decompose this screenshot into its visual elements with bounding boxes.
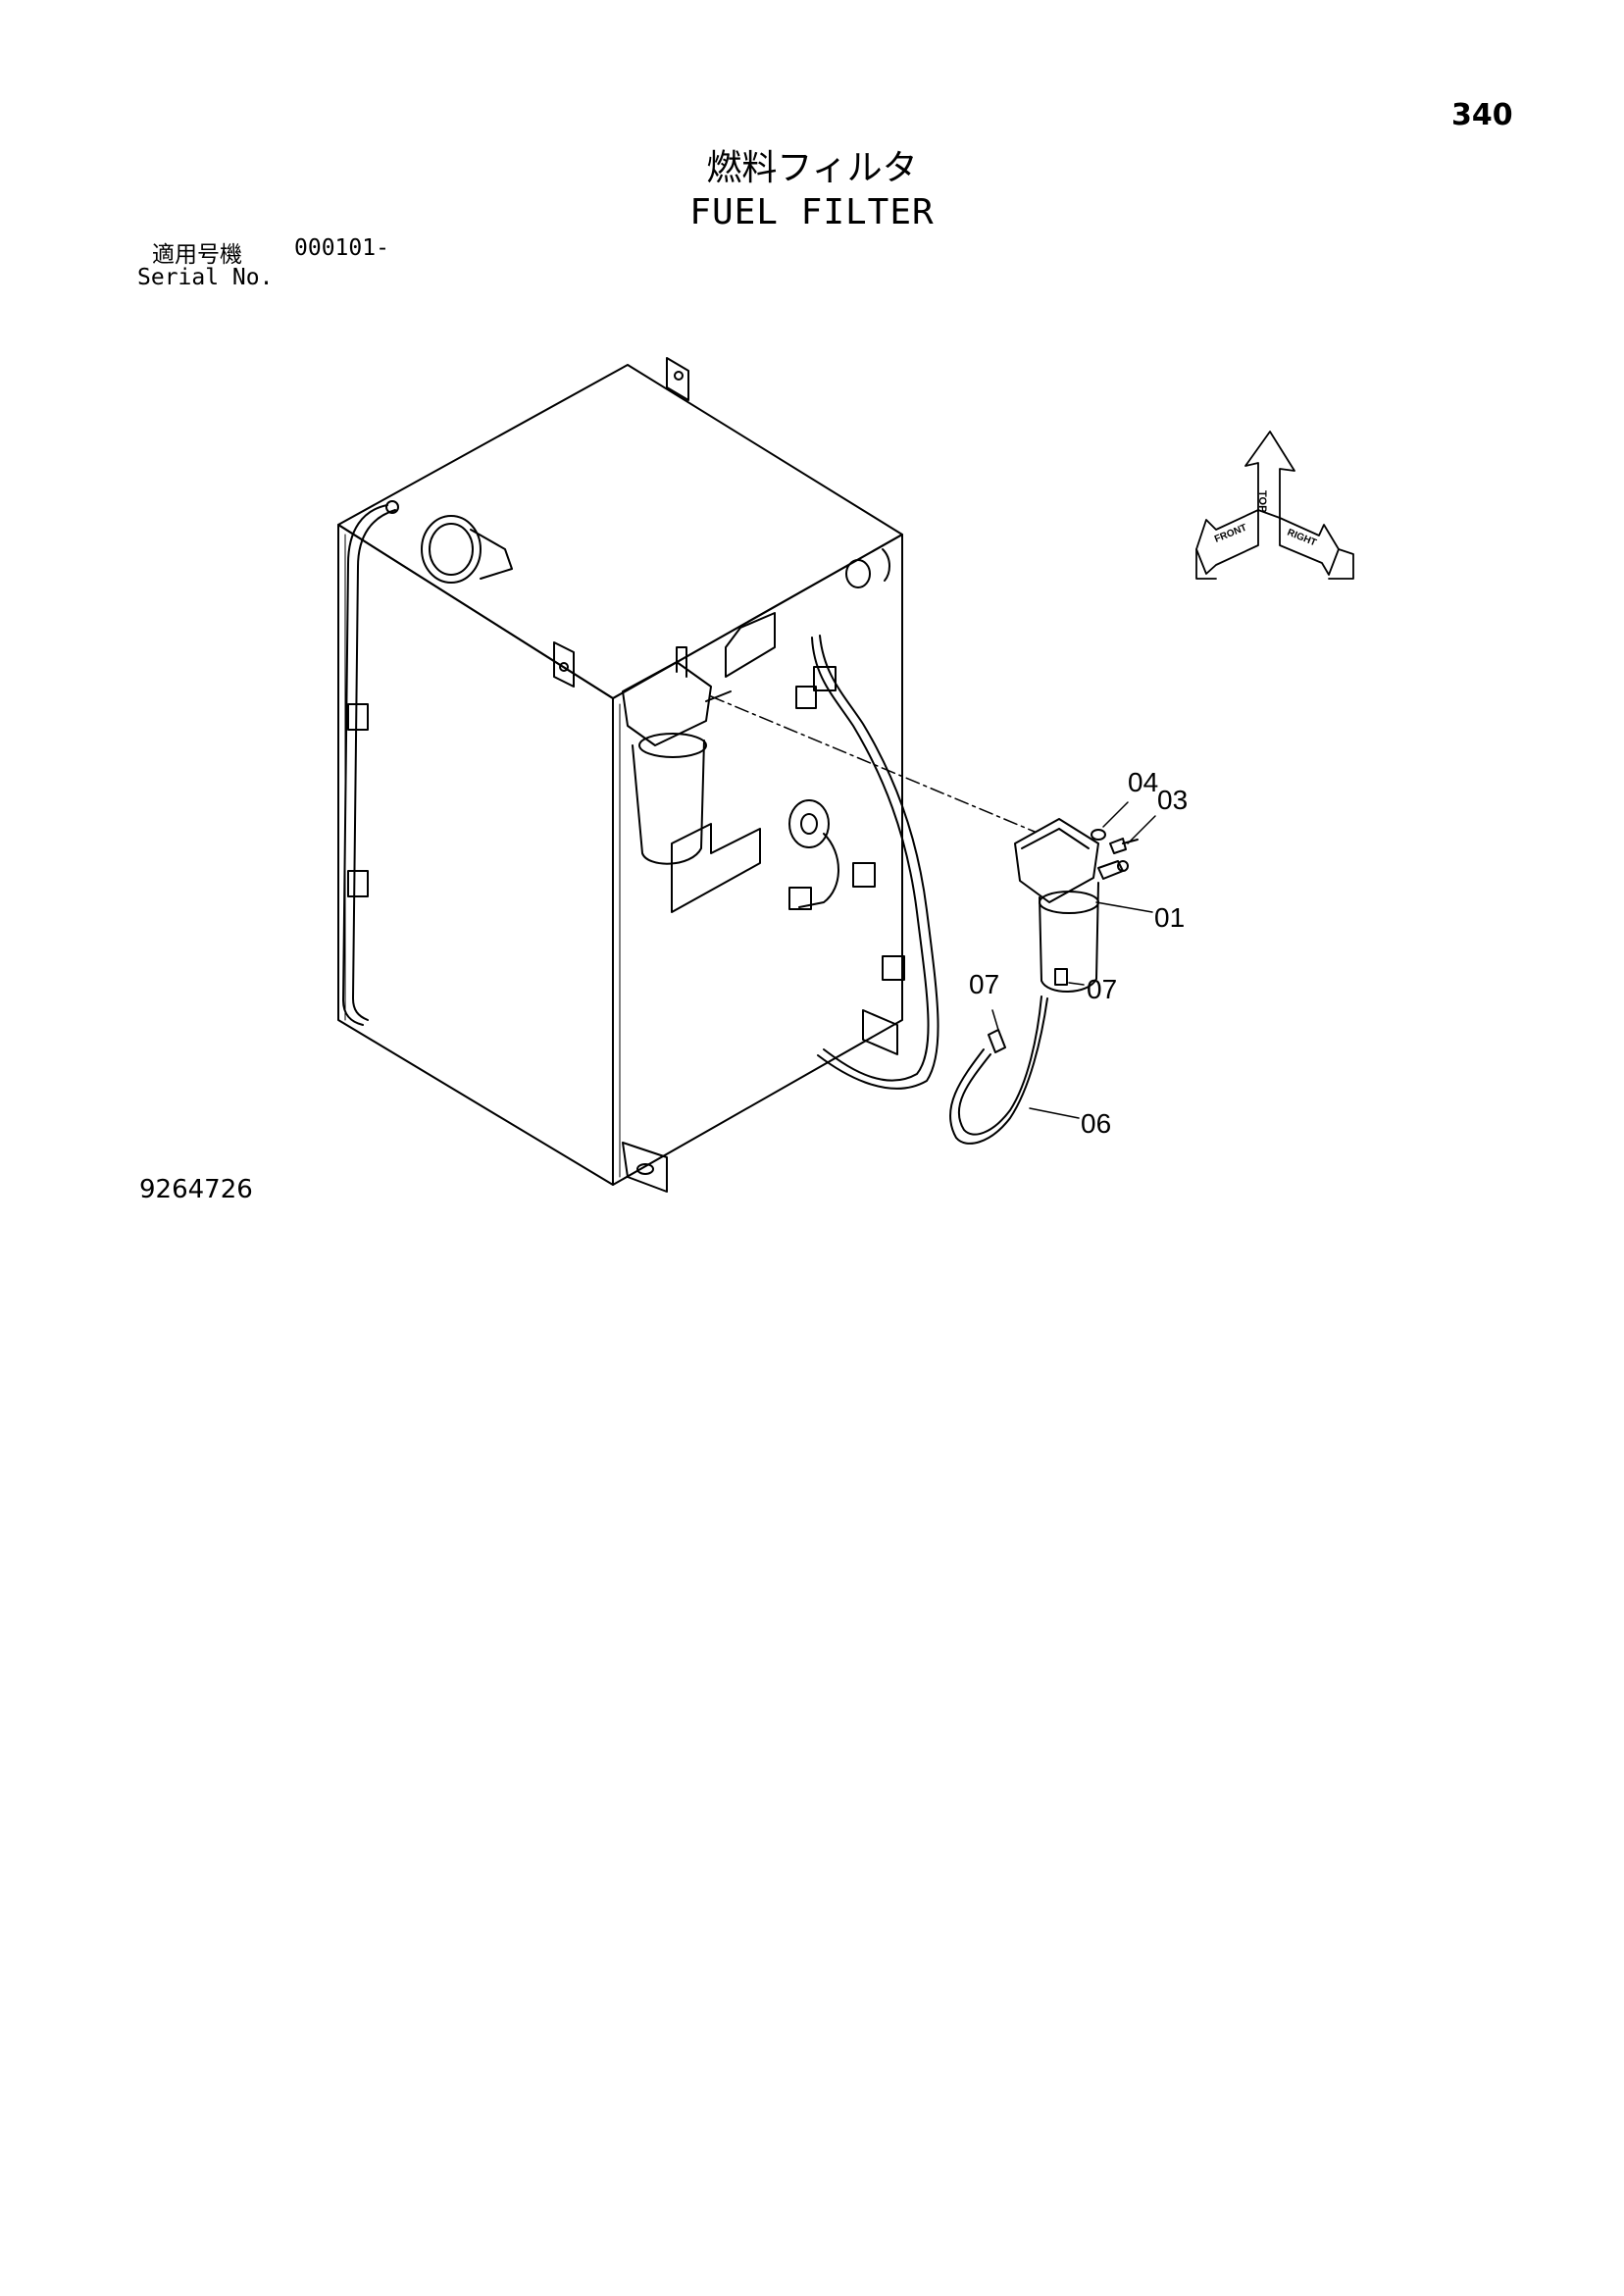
callout-07-left: 07 bbox=[969, 969, 999, 999]
callout-01: 01 bbox=[1154, 902, 1185, 933]
title-english: FUEL FILTER bbox=[689, 192, 935, 232]
serial-label-english: Serial No. bbox=[137, 265, 274, 290]
page-number: 340 bbox=[1451, 98, 1513, 132]
part-04-washer bbox=[1091, 829, 1106, 841]
installed-fuel-filter bbox=[622, 646, 732, 865]
callout-03: 03 bbox=[1157, 785, 1188, 815]
drawing-number: 9264726 bbox=[139, 1175, 253, 1204]
title-japanese: 燃料フィルタ bbox=[706, 148, 918, 188]
callout-04: 04 bbox=[1128, 767, 1158, 797]
side-tube bbox=[342, 500, 399, 1026]
orientation-front-label: FRONT bbox=[1213, 523, 1248, 545]
fuel-tank bbox=[337, 357, 903, 1193]
serial-label-japanese: 適用号機 bbox=[152, 242, 242, 268]
orientation-right-label: RIGHT bbox=[1286, 528, 1318, 549]
clamp bbox=[813, 666, 837, 691]
serial-range: 000101- bbox=[294, 235, 389, 261]
part-07-fitting bbox=[988, 1029, 1006, 1053]
callout-06: 06 bbox=[1081, 1108, 1111, 1139]
part-03-bolt bbox=[1109, 838, 1139, 854]
part-06-hose bbox=[949, 995, 1048, 1145]
fuel-hose-on-tank bbox=[795, 635, 939, 1090]
clamp bbox=[882, 955, 905, 981]
orientation-top-label: TOP bbox=[1256, 490, 1268, 512]
orientation-indicator bbox=[1195, 431, 1354, 580]
exploded-fuel-filter bbox=[1014, 818, 1129, 993]
fuel-level-sensor bbox=[788, 799, 839, 910]
callout-07-right: 07 bbox=[1087, 974, 1117, 1004]
clamp bbox=[852, 862, 876, 888]
leader-line bbox=[710, 695, 1036, 833]
